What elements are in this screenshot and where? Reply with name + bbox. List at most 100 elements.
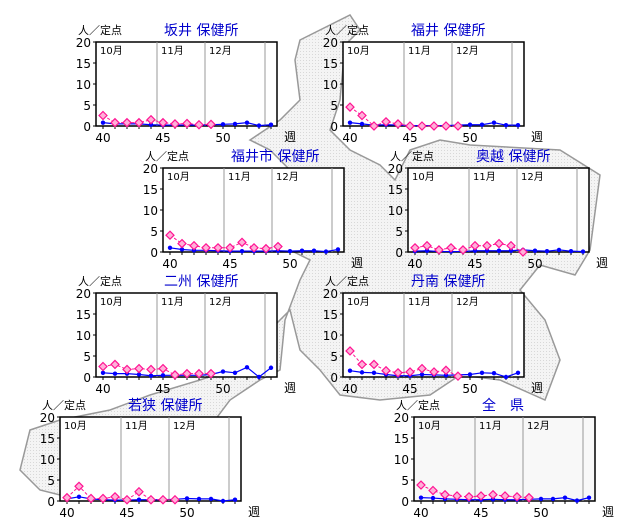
y-tick-label: 0 [330,120,338,134]
previous-season-point [381,365,391,376]
month-label: 12月 [521,171,544,183]
previous-season-point [194,368,204,379]
y-tick-label: 0 [83,120,91,134]
x-unit-label: 週 [602,505,615,519]
previous-season-point [158,117,168,128]
current-season-point [184,496,190,501]
current-season-point [136,497,142,502]
previous-season-point [357,359,367,370]
current-season-point [287,248,293,254]
previous-season-point [476,491,486,501]
previous-season-point [446,242,456,253]
previous-season-point [134,486,144,497]
current-season-point [268,122,274,127]
month-label: 12月 [173,420,196,432]
previous-season-point [441,365,451,376]
previous-season-line [349,106,458,127]
y-tick-label: 20 [323,287,338,301]
current-season-point [424,248,430,253]
x-unit-label: 週 [284,381,297,395]
current-season-point [371,370,377,375]
month-label: 10月 [64,420,87,432]
previous-season-point [434,245,444,255]
y-tick-label: 0 [330,371,338,385]
current-season-point [443,373,449,378]
month-label: 10月 [347,296,370,308]
y-tick-label: 0 [83,371,91,385]
plot-area [407,167,590,253]
plot-area [162,167,345,253]
prefecture-outline [19,14,601,501]
current-season-point [220,122,226,127]
previous-season-line [102,363,211,376]
previous-season-point [506,240,516,251]
previous-season-point [213,242,223,253]
previous-season-point [452,491,462,501]
y-tick-label: 0 [47,495,55,509]
previous-season-point [381,116,391,127]
current-season-point [586,495,592,500]
month-label: 12月 [456,45,479,57]
current-season-point [196,496,202,502]
month-label: 11月 [479,420,502,432]
previous-season-point [369,121,379,131]
previous-season-point [405,121,415,131]
current-season-point [268,365,274,370]
current-season-point [359,121,365,127]
previous-season-point [470,240,480,251]
previous-season-point [225,242,235,253]
month-label: 10月 [100,296,123,308]
previous-season-point [177,238,187,249]
y-tick-label: 0 [395,246,403,260]
current-season-point [568,248,574,254]
month-label: 11月 [125,420,148,432]
y-tick-label: 5 [330,350,338,364]
y-tick-label: 15 [40,432,55,446]
x-tick-label: 50 [179,506,194,520]
x-tick-label: 45 [402,382,417,396]
current-season-point [179,247,185,252]
previous-season-point [524,492,534,503]
previous-season-point [189,240,199,251]
current-season-point [335,247,341,252]
previous-season-point [500,491,510,501]
y-tick-label: 5 [395,225,403,239]
x-tick-label: 45 [155,131,170,145]
x-tick-label: 40 [342,382,357,396]
previous-season-point [170,119,180,129]
current-season-point [167,245,173,250]
x-tick-label: 45 [402,131,417,145]
previous-season-point [458,245,468,255]
x-tick-label: 50 [527,257,542,271]
plot-area [342,292,525,378]
y-tick-label: 15 [394,432,409,446]
chart-title: 坂井 保健所 [164,23,239,39]
month-label: 12月 [209,296,232,308]
previous-season-point [345,346,355,356]
month-label: 10月 [167,171,190,183]
y-tick-label: 0 [401,495,409,509]
month-label: 12月 [209,45,232,57]
y-tick-label: 5 [401,474,409,488]
previous-season-point [194,119,204,130]
chart-title: 福井市 保健所 [231,149,320,165]
current-season-point [574,498,580,503]
chart-title: 福井 保健所 [411,23,486,39]
previous-season-line [349,350,459,377]
x-tick-label: 50 [282,257,297,271]
previous-season-point [122,494,132,505]
y-tick-label: 10 [143,204,158,218]
previous-season-point [494,238,504,249]
y-unit-label: 人／定点 [78,275,122,288]
